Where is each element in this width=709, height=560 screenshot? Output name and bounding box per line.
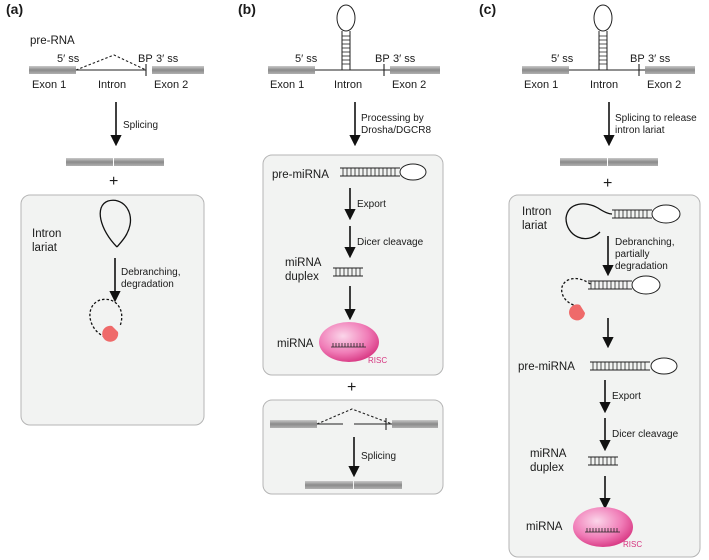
lariat-label-1: Intron: [32, 228, 61, 240]
b-mirna-label: miRNA: [277, 338, 314, 350]
c-lariat-label-2: lariat: [522, 220, 548, 232]
b-splicing-label: Splicing: [361, 451, 396, 462]
mirna-processing-box: [262, 154, 444, 376]
pre-rna-hairpin-construct: [268, 4, 440, 76]
c-release-label-2: intron lariat: [615, 125, 665, 136]
c-risc-label: RISC: [623, 540, 642, 549]
c-debranch-label-1: Debranching,: [615, 237, 674, 248]
c-intron-lariat-hairpin: [565, 203, 681, 240]
lariat-fate-box: [20, 194, 205, 426]
intron-label: Intron: [98, 79, 126, 91]
c-mirna-label: miRNA: [526, 521, 563, 533]
c-duplex-label-2: duplex: [530, 462, 564, 474]
b-exon-1-bar: [268, 66, 315, 74]
c-ss5-label: 5′ ss: [551, 53, 574, 65]
c-duplex-label-1: miRNA: [530, 448, 567, 460]
b-duplex-label-2: duplex: [285, 271, 319, 283]
plus-sign: +: [109, 173, 118, 190]
exon-splicing-box: [262, 399, 444, 495]
c-pre-mirna-hairpin: [590, 357, 678, 375]
exon-2-bar: [152, 66, 204, 74]
spliced-exon-2: [114, 158, 164, 166]
spliced-mrna: [66, 158, 164, 166]
panel-a-label: (a): [6, 1, 23, 17]
lariat-label-2: lariat: [32, 242, 58, 254]
c-ss3-label: 3′ ss: [648, 53, 671, 65]
pre-rna-label: pre-RNA: [30, 35, 75, 47]
b-intronic-hairpin: [336, 4, 356, 70]
c-release-label-1: Splicing to release: [615, 113, 697, 124]
panel-b: (b) 5′ ss BP 3′ ss Exon 1 In: [238, 1, 444, 495]
ss3-label: 3′ ss: [156, 53, 179, 65]
panel-b-label: (b): [238, 1, 256, 17]
c-plus-sign: +: [603, 175, 612, 192]
b-duplex-label-1: miRNA: [285, 257, 322, 269]
b-remaining-pre-rna: [270, 408, 438, 430]
pre-rna-construct: [29, 54, 204, 76]
c-export-label: Export: [612, 391, 641, 402]
panel-c: (c) 5′ ss BP 3′ ss Exon 1 Intron Exon 2 …: [479, 1, 701, 558]
b-intron-label: Intron: [334, 79, 362, 91]
b-spliced-mrna: [305, 481, 402, 489]
b-exon2-label: Exon 2: [392, 79, 426, 91]
b-ss3-label: 3′ ss: [393, 53, 416, 65]
c-exon1-label: Exon 1: [524, 79, 558, 91]
b-export-label: Export: [357, 199, 386, 210]
ss5-label: 5′ ss: [57, 53, 80, 65]
b-risc-complex: [319, 322, 379, 362]
b-loaded-mirna-strand: [331, 343, 366, 348]
b-dicer-label: Dicer cleavage: [357, 237, 424, 248]
processing-label-1: Processing by: [361, 113, 424, 124]
c-debranch-label-3: degradation: [615, 261, 668, 272]
c-spliced-mrna: [560, 158, 658, 166]
bp-label: BP: [138, 53, 153, 65]
panel-c-label: (c): [479, 1, 496, 17]
c-pre-mirna-label: pre-miRNA: [518, 361, 575, 373]
debranch-label-2: degradation: [121, 279, 174, 290]
c-loaded-mirna-strand: [585, 528, 620, 533]
c-lariat-label-1: Intron: [522, 206, 551, 218]
b-exon1-label: Exon 1: [270, 79, 304, 91]
b-bp-label: BP: [375, 53, 390, 65]
b-exon-2-bar: [390, 66, 440, 74]
c-dicer-label: Dicer cleavage: [612, 429, 679, 440]
panel-a: (a) pre-RNA 5′ ss BP 3′ ss Exon 1 Intron…: [6, 1, 205, 426]
b-risc-label: RISC: [368, 356, 387, 365]
exon1-label: Exon 1: [32, 79, 66, 91]
c-partially-degraded-lariat: [561, 275, 661, 307]
c-exonuclease-pacman-icon: [569, 304, 585, 321]
c-mirna-duplex: [588, 456, 618, 466]
c-bp-label: BP: [630, 53, 645, 65]
c-risc-complex: [573, 507, 633, 547]
intron-lariat-shape: [99, 199, 132, 248]
exon-1-bar: [29, 66, 76, 74]
exon2-label: Exon 2: [154, 79, 188, 91]
c-pre-rna-hairpin-construct: [522, 4, 695, 76]
debranch-label-1: Debranching,: [121, 267, 180, 278]
splice-junction-dotted: [75, 54, 147, 71]
processing-label-2: Drosha/DGCR8: [361, 125, 431, 136]
c-intron-label: Intron: [590, 79, 618, 91]
exonuclease-pacman-icon: [102, 325, 119, 342]
b-pre-mirna-label: pre-miRNA: [272, 169, 329, 181]
spliced-exon-1: [66, 158, 113, 166]
splicing-label: Splicing: [123, 120, 158, 131]
b-plus-sign: +: [347, 379, 356, 396]
degrading-lariat: [89, 298, 123, 338]
b-mirna-duplex: [333, 267, 363, 277]
b-ss5-label: 5′ ss: [295, 53, 318, 65]
b-pre-mirna-hairpin: [340, 163, 427, 181]
c-exon2-label: Exon 2: [647, 79, 681, 91]
c-debranch-label-2: partially: [615, 249, 649, 260]
